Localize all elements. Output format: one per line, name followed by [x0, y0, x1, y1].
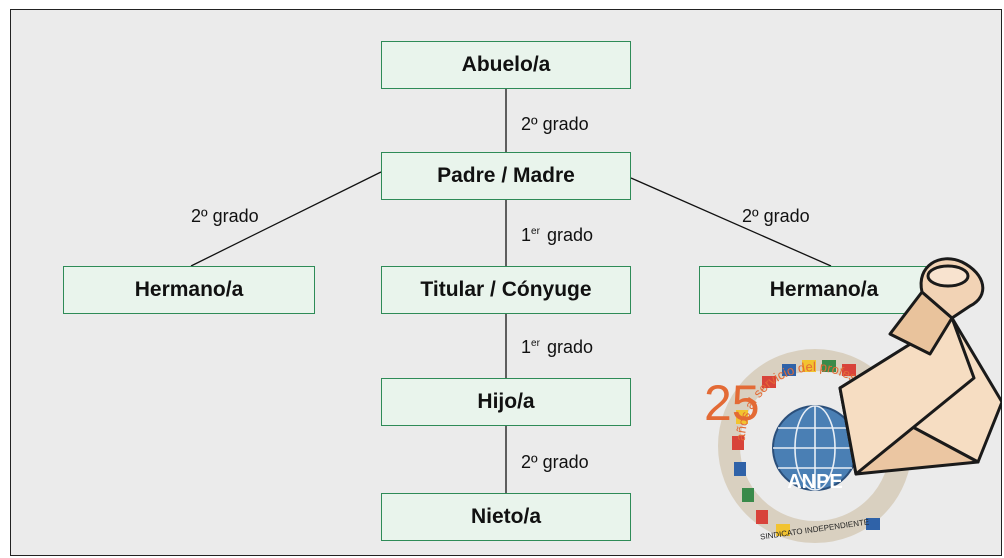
node-abuelo: Abuelo/a — [381, 41, 631, 89]
grade-word: grado — [546, 337, 593, 357]
connector-lines — [190, 89, 832, 493]
node-hijo: Hijo/a — [381, 378, 631, 426]
label-abuelo-padre: 2º grado — [521, 114, 589, 134]
logo-brand: ANPE — [787, 471, 843, 493]
grade-suffix: er — [531, 338, 540, 349]
grade-number: 1 — [521, 225, 532, 245]
node-nieto: Nieto/a — [381, 493, 631, 541]
anpe-stamp-logo: 25 años al servicio del profesorado ANPE… — [704, 257, 1002, 543]
edge-padre-hermano-right — [630, 177, 832, 267]
label-padre-hermano-right: 2º grado — [742, 206, 810, 226]
node-padre-madre: Padre / Madre — [381, 152, 631, 200]
grade-suffix: er — [531, 226, 540, 237]
label-titular-hijo: 1er grado — [521, 337, 593, 358]
grade-number: 1 — [521, 337, 532, 357]
node-hermano-left: Hermano/a — [63, 266, 315, 314]
label-padre-titular: 1er grado — [521, 225, 593, 246]
node-titular-conyuge: Titular / Cónyuge — [381, 266, 631, 314]
label-hijo-nieto: 2º grado — [521, 452, 589, 472]
edge-padre-hermano-left — [190, 171, 382, 267]
globe-icon — [772, 405, 858, 491]
logo-number: 25 — [704, 375, 760, 431]
label-padre-hermano-left: 2º grado — [191, 206, 259, 226]
kinship-diagram: Abuelo/a Padre / Madre Hermano/a Titular… — [10, 9, 1002, 556]
grade-word: grado — [546, 225, 593, 245]
rubber-stamp-icon — [838, 257, 1002, 476]
